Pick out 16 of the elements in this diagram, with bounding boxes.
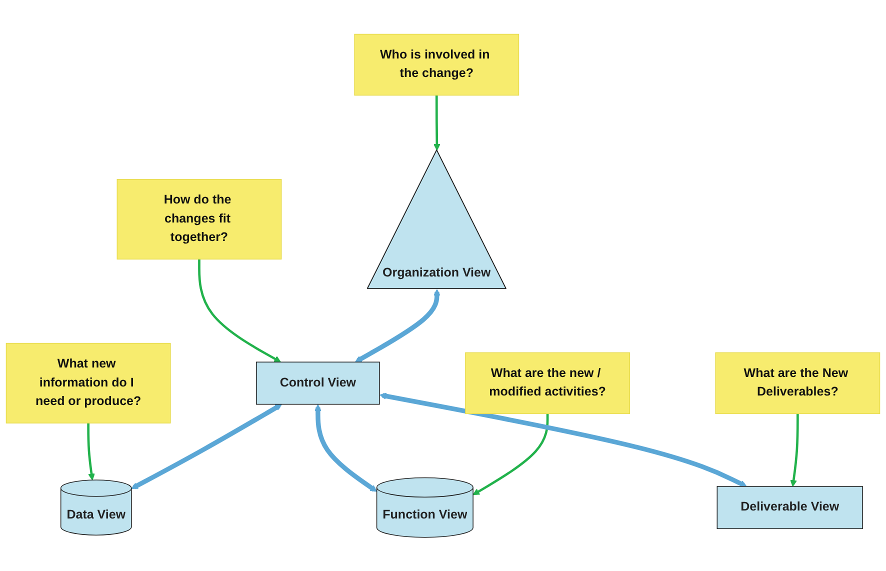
node-box: What are the new / modified activities? — [465, 352, 630, 414]
arrow — [790, 413, 799, 486]
node-box: Who is involved in the change? — [354, 34, 520, 96]
node-box: How do the changes fit together? — [116, 178, 282, 260]
node-box: Deliverable View — [716, 486, 863, 529]
node-box: What new information do I need or produce? — [6, 342, 171, 424]
arrow — [434, 94, 440, 150]
arrow — [198, 258, 281, 362]
arrow — [472, 413, 549, 495]
arrow — [379, 392, 747, 487]
node-box: What are the New Deliverables? — [715, 352, 880, 414]
arrow — [354, 288, 440, 362]
node-box: Control View — [256, 361, 380, 404]
arrow — [87, 422, 95, 480]
arrow — [314, 404, 378, 492]
arrow — [131, 404, 282, 489]
